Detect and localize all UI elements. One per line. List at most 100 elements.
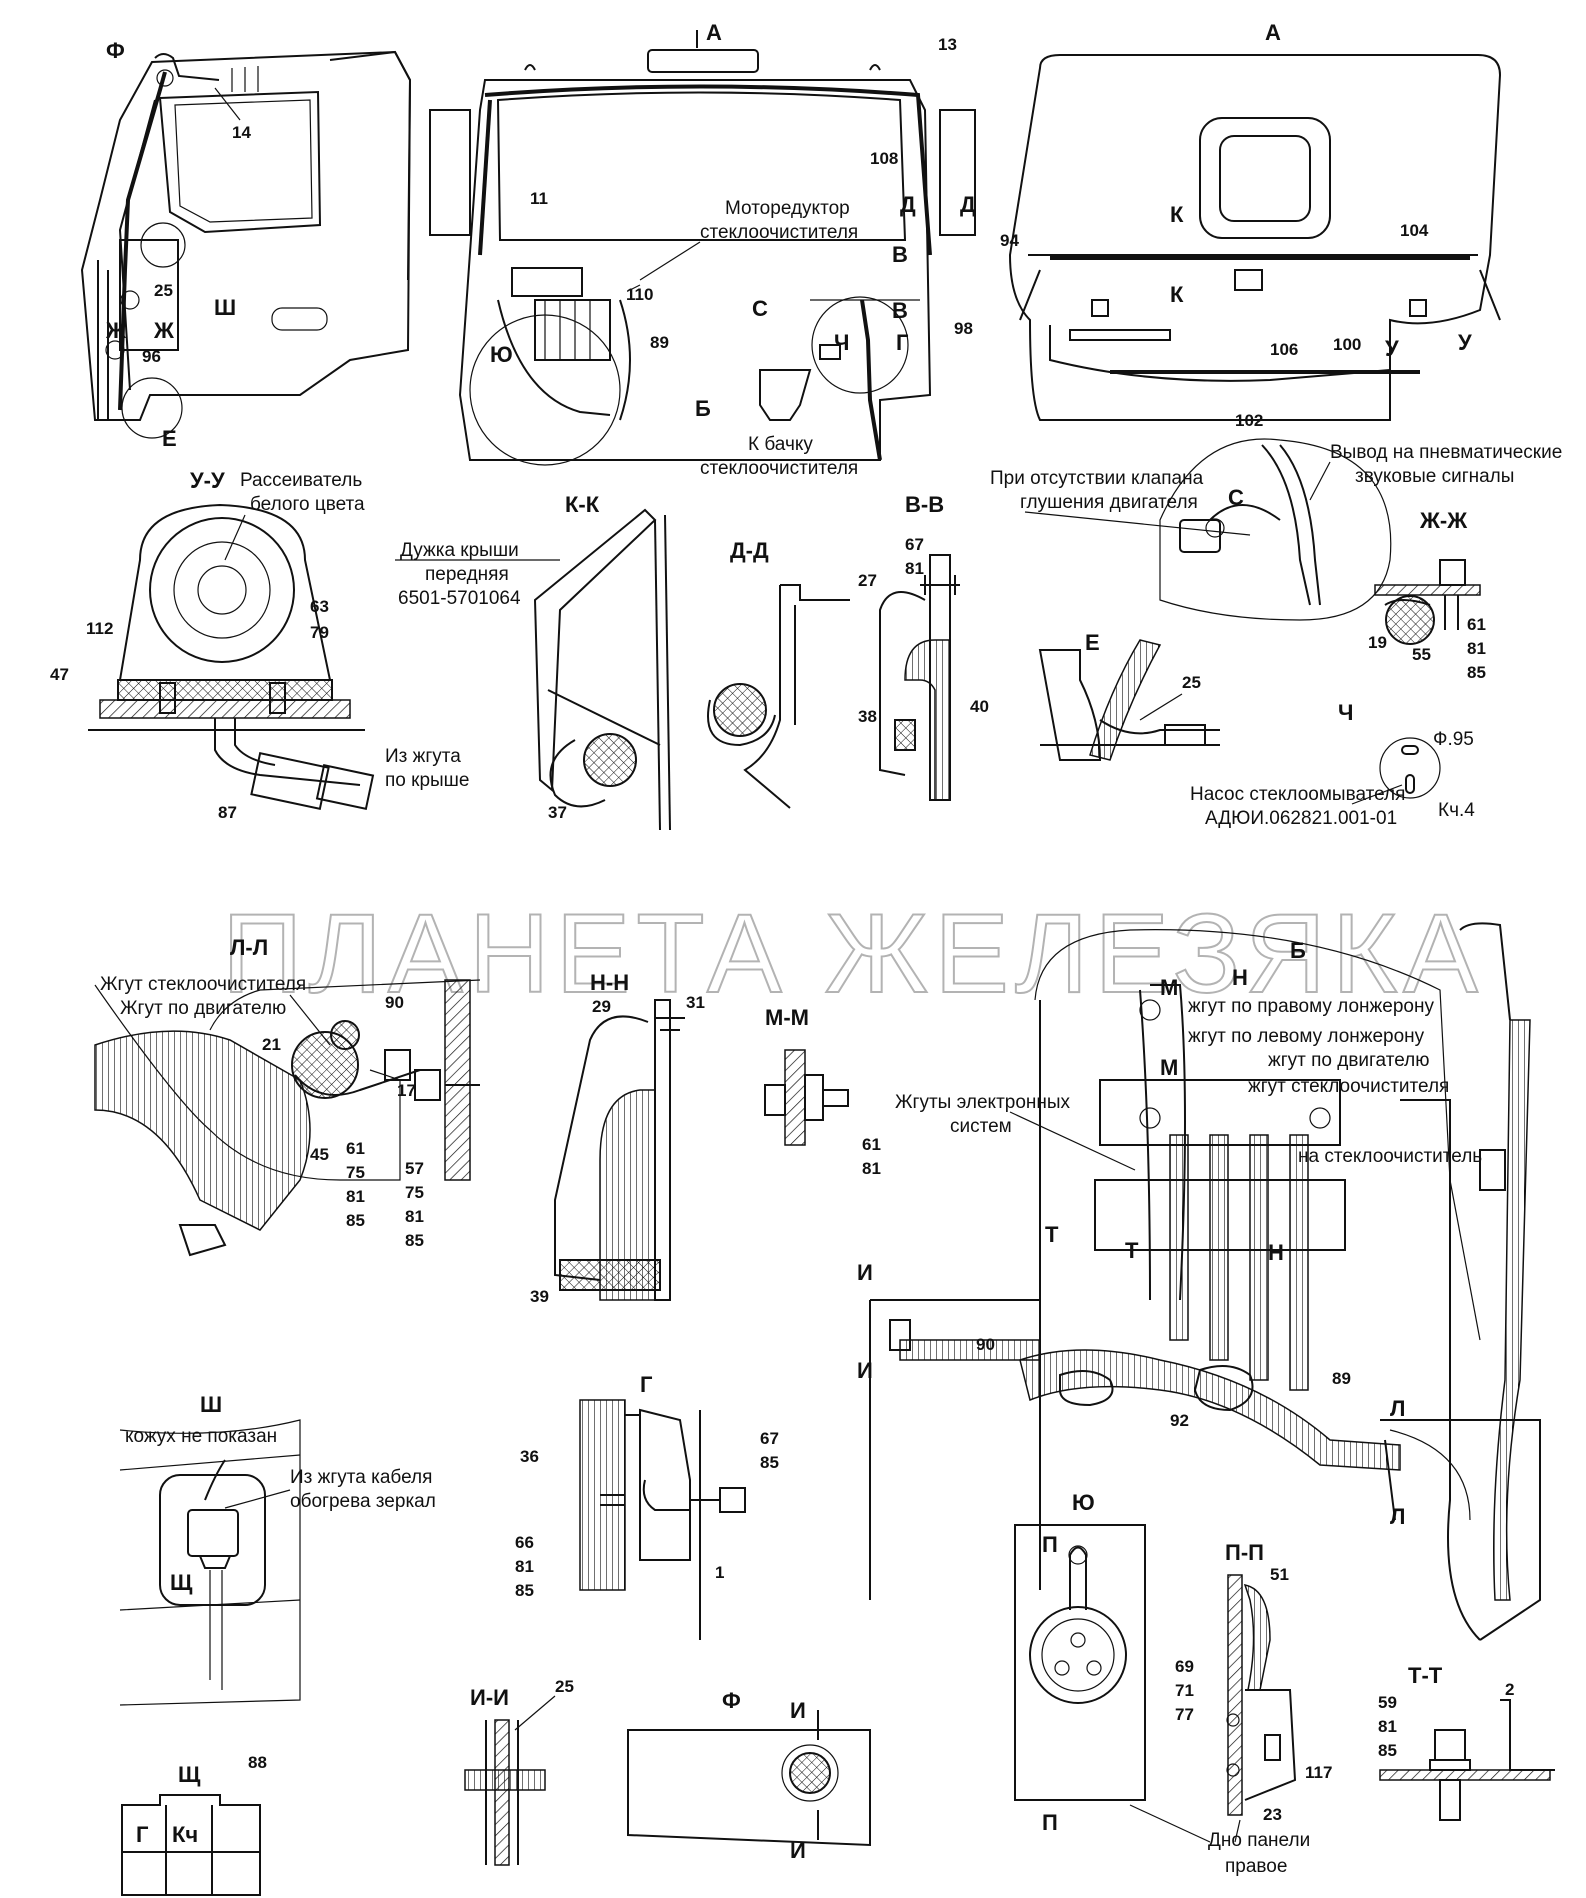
part-81-tt: 81 bbox=[1378, 1717, 1397, 1736]
part-89-b: 89 bbox=[1332, 1369, 1351, 1388]
section-label-a-view: А bbox=[1265, 20, 1281, 45]
section-ch bbox=[1379, 737, 1441, 799]
part-51: 51 bbox=[1270, 1565, 1289, 1584]
part-27: 27 bbox=[858, 571, 877, 590]
note-wiper-line: жгут стеклоочистителя bbox=[1248, 1076, 1449, 1097]
note-electronic-line1: Жгуты электронных bbox=[895, 1092, 1071, 1113]
letter-i-1: И bbox=[857, 1260, 873, 1285]
letter-p-2: П bbox=[1042, 1810, 1058, 1835]
part-61-zh: 61 bbox=[1467, 615, 1486, 634]
part-25-side: 25 bbox=[154, 281, 173, 300]
section-kk bbox=[533, 508, 671, 831]
section-yu bbox=[1014, 1524, 1146, 1801]
part-110: 110 bbox=[626, 285, 653, 304]
part-100: 100 bbox=[1333, 335, 1361, 354]
leader-motor bbox=[639, 241, 701, 281]
section-dd bbox=[707, 584, 850, 809]
part-19: 19 bbox=[1368, 633, 1387, 652]
note-panel-line2: правое bbox=[1225, 1856, 1287, 1877]
note-arch-line2: передняя bbox=[425, 564, 509, 585]
part-106: 106 bbox=[1270, 340, 1298, 359]
leader-panel bbox=[1129, 1804, 1241, 1843]
note-engine-line: жгут по двигателю bbox=[1268, 1050, 1429, 1071]
part-61-mm: 61 bbox=[862, 1135, 881, 1154]
section-label-sh: Ш bbox=[200, 1392, 222, 1417]
section-label-ll: Л-Л bbox=[230, 935, 268, 960]
section-label-g: Г bbox=[640, 1372, 653, 1397]
part-75-ll-b: 75 bbox=[405, 1183, 424, 1202]
section-g bbox=[579, 1399, 746, 1640]
part-81-vv: 81 bbox=[905, 559, 924, 578]
part-85-g-b: 85 bbox=[515, 1581, 534, 1600]
letter-u-2: У bbox=[1458, 330, 1472, 355]
part-59: 59 bbox=[1378, 1693, 1397, 1712]
part-14: 14 bbox=[232, 123, 251, 142]
note-left-spar: жгут по левому лонжерону bbox=[1188, 1026, 1425, 1047]
section-tt bbox=[1379, 1699, 1555, 1821]
section-label-e: Е bbox=[1085, 630, 1100, 655]
part-25-e: 25 bbox=[1182, 673, 1201, 692]
part-61-ll: 61 bbox=[346, 1139, 365, 1158]
letter-u-1: У bbox=[1385, 336, 1399, 361]
section-label-b: Б bbox=[1290, 938, 1306, 963]
part-1: 1 bbox=[715, 1563, 724, 1582]
letter-d-2: Д bbox=[960, 192, 976, 217]
letter-k-2: К bbox=[1170, 282, 1184, 307]
leader-electronic bbox=[1009, 1111, 1136, 1171]
cab-front-view bbox=[429, 30, 976, 466]
cell-g: Г bbox=[136, 1822, 149, 1847]
leader-diffuser bbox=[224, 514, 246, 561]
note-mirror-line2: обогрева зеркал bbox=[290, 1491, 436, 1512]
part-25-ii: 25 bbox=[555, 1677, 574, 1696]
note-electronic-line2: систем bbox=[950, 1116, 1012, 1137]
part-29: 29 bbox=[592, 997, 611, 1016]
note-motor-line2: стеклоочистителя bbox=[700, 222, 858, 243]
note-f95: Ф.95 bbox=[1433, 729, 1474, 750]
part-94: 94 bbox=[1000, 231, 1019, 250]
section-label-dd: Д-Д bbox=[730, 538, 769, 563]
part-90-b: 90 bbox=[976, 1335, 995, 1354]
part-108: 108 bbox=[870, 149, 898, 168]
section-label-f: Ф bbox=[106, 38, 125, 63]
part-85-ll-b: 85 bbox=[405, 1231, 424, 1250]
note-wiper-harness: Жгут стеклоочистителя bbox=[100, 974, 306, 995]
part-40: 40 bbox=[970, 697, 989, 716]
part-81-ll-b: 81 bbox=[405, 1207, 424, 1226]
part-90-ll: 90 bbox=[385, 993, 404, 1012]
note-valve-line1: При отсутствии клапана bbox=[990, 468, 1204, 489]
part-67-g: 67 bbox=[760, 1429, 779, 1448]
part-75-ll: 75 bbox=[346, 1163, 365, 1182]
part-117: 117 bbox=[1305, 1763, 1332, 1782]
letter-l-1: Л bbox=[1390, 1396, 1405, 1421]
section-label-f2: Ф bbox=[722, 1688, 741, 1713]
section-vv bbox=[879, 554, 960, 801]
cab-side-view bbox=[80, 50, 412, 439]
letter-shch-sh: Щ bbox=[170, 1570, 193, 1595]
part-81-ll: 81 bbox=[346, 1187, 365, 1206]
letter-b: Б bbox=[695, 396, 711, 421]
leader-horn bbox=[1309, 461, 1331, 501]
letter-zh-1: Ж bbox=[105, 318, 126, 343]
part-81-zh: 81 bbox=[1467, 639, 1486, 658]
section-sh bbox=[119, 1419, 301, 1706]
note-mirror-line1: Из жгута кабеля bbox=[290, 1467, 432, 1488]
leader-mirror bbox=[224, 1489, 291, 1509]
note-tank-line1: К бачку bbox=[748, 434, 813, 455]
part-63: 63 bbox=[310, 597, 329, 616]
part-2: 2 bbox=[1505, 1680, 1514, 1699]
section-label-yu: Ю bbox=[1072, 1490, 1095, 1515]
letter-g: Г bbox=[896, 330, 909, 355]
part-102: 102 bbox=[1235, 411, 1263, 430]
section-label-s: С bbox=[1228, 485, 1244, 510]
section-label-ii: И-И bbox=[470, 1685, 509, 1710]
letter-yu: Ю bbox=[490, 342, 513, 367]
note-arch-line3: 6501-5701064 bbox=[398, 588, 521, 609]
note-arch-line1: Дужка крыши bbox=[400, 540, 519, 561]
watermark-text: ПЛАНЕТА ЖЕЛЕЗЯКА bbox=[222, 891, 1484, 1016]
letter-v-2: В bbox=[892, 298, 908, 323]
part-37: 37 bbox=[548, 803, 567, 822]
section-f2 bbox=[627, 1710, 871, 1847]
part-23: 23 bbox=[1263, 1805, 1282, 1824]
part-47: 47 bbox=[50, 665, 69, 684]
